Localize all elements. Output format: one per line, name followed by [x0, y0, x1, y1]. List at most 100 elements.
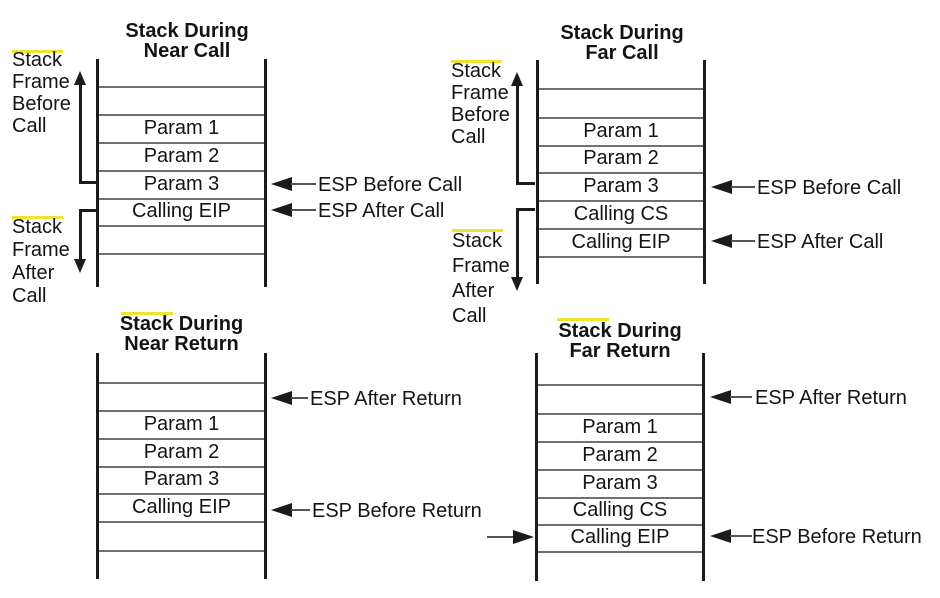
stack-left-wall [536, 60, 539, 284]
stack-cell-calling-eip: Calling EIP [571, 231, 671, 253]
arrow-up-icon [511, 72, 523, 86]
label-line: Stack [451, 60, 502, 82]
stack-row-divider [538, 497, 702, 499]
diagram-title-line2: Far Call [585, 42, 659, 64]
arrow-left-icon [710, 529, 731, 543]
stack-right-wall [264, 353, 267, 579]
label-line: Frame [12, 239, 70, 261]
stack-row-divider [539, 117, 703, 119]
esp-label: ESP Before Return [752, 526, 922, 548]
stack-cell-calling-cs: Calling CS [573, 203, 669, 225]
diagram-title-line2: Near Call [143, 40, 231, 62]
label-line: Before [12, 93, 71, 115]
stack-row-divider [538, 413, 702, 415]
stack-row-divider [99, 521, 264, 523]
stack-frame-before-call-label: Stack Frame Before Call [12, 49, 71, 137]
arrow-shaft [79, 84, 82, 181]
arrow-tail [731, 240, 755, 242]
diagram-title-line2: Far Return [569, 340, 671, 362]
esp-label: ESP Before Call [318, 174, 463, 196]
arrow-left-icon [271, 177, 292, 191]
stack-row-divider [99, 170, 264, 172]
arrow-left-icon [711, 180, 732, 194]
arrow-left-icon [271, 203, 292, 217]
esp-label: ESP Before Return [312, 500, 482, 522]
arrow-tail [730, 535, 752, 537]
stack-row-divider [538, 524, 702, 526]
arrow-up-icon [74, 71, 86, 85]
arrow-tail [487, 536, 515, 538]
diagram-title-line1: Stack During [558, 320, 682, 342]
stack-row-divider [99, 253, 264, 255]
highlight-mark [12, 50, 63, 53]
diagram-title: Stack During Near Return [96, 314, 267, 354]
arrow-left-icon [711, 234, 732, 248]
bracket-stub [516, 208, 535, 211]
stack-cell-param1: Param 1 [582, 416, 658, 438]
stack-right-wall [703, 60, 706, 284]
arrow-right-icon [513, 530, 534, 544]
stack-cell-param2: Param 2 [582, 444, 658, 466]
stack-row-divider [99, 410, 264, 412]
esp-label: ESP After Return [310, 388, 462, 410]
stack-right-wall [702, 353, 705, 581]
label-line: Before [451, 104, 510, 126]
stack-row-divider [538, 469, 702, 471]
arrow-left-icon [271, 391, 292, 405]
diagram-title: Stack During Near Call [102, 21, 272, 61]
stack-row-divider [99, 382, 264, 384]
esp-label: ESP After Return [755, 387, 907, 409]
stack-row-divider [99, 142, 264, 144]
stack-cell-calling-eip: Calling EIP [132, 200, 231, 222]
stack-row-divider [538, 441, 702, 443]
stack-frame-after-call-label: Stack Frame After Call [452, 229, 510, 329]
stack-right-wall [264, 59, 267, 287]
stack-cell-calling-eip: Calling EIP [570, 526, 670, 548]
stack-cell-param1: Param 1 [143, 413, 220, 435]
stack-frame-before-call-label: Stack Frame Before Call [451, 60, 510, 148]
arrow-left-icon [710, 390, 731, 404]
stack-cell-param1: Param 1 [583, 120, 659, 142]
stack-row-divider [99, 114, 264, 116]
arrow-tail [731, 186, 755, 188]
stack-cell-calling-cs: Calling CS [572, 499, 668, 521]
label-line: Frame [452, 255, 510, 277]
highlight-mark [121, 312, 173, 315]
label-line: Stack [12, 216, 63, 238]
arrow-down-icon [74, 259, 86, 273]
label-line: Stack [452, 230, 503, 252]
label-line: Frame [12, 71, 70, 93]
arrow-tail [291, 183, 316, 185]
highlight-mark [557, 318, 609, 321]
label-line: Frame [451, 82, 509, 104]
stack-row-divider [538, 551, 702, 553]
bracket-stub [516, 182, 535, 185]
bracket-stub [79, 181, 98, 184]
diagram-title: Stack During Far Call [537, 23, 707, 63]
diagram-title-line1: Stack During [119, 313, 244, 335]
esp-label: ESP After Call [318, 200, 445, 222]
stack-left-wall [535, 353, 538, 581]
arrow-tail [291, 209, 316, 211]
arrow-tail [730, 396, 752, 398]
bracket-stub [79, 209, 98, 212]
stack-cell-param2: Param 2 [143, 441, 220, 463]
stack-row-divider [539, 200, 703, 202]
diagram-title: Stack During Far Return [535, 321, 705, 361]
stack-row-divider [99, 198, 264, 200]
highlight-mark [451, 60, 502, 63]
arrow-tail [291, 509, 310, 511]
highlight-mark [12, 216, 63, 219]
stack-row-divider [539, 88, 703, 90]
diagram-title-line2: Near Return [124, 333, 239, 355]
label-line: Call [12, 115, 47, 137]
diagram-title-line1: Stack During [560, 22, 684, 44]
arrow-down-icon [511, 277, 523, 291]
arrow-left-icon [271, 503, 292, 517]
highlight-mark [452, 229, 503, 232]
label-line: After [12, 262, 55, 284]
stack-row-divider [99, 86, 264, 88]
stack-row-divider [99, 550, 264, 552]
stack-row-divider [539, 172, 703, 174]
